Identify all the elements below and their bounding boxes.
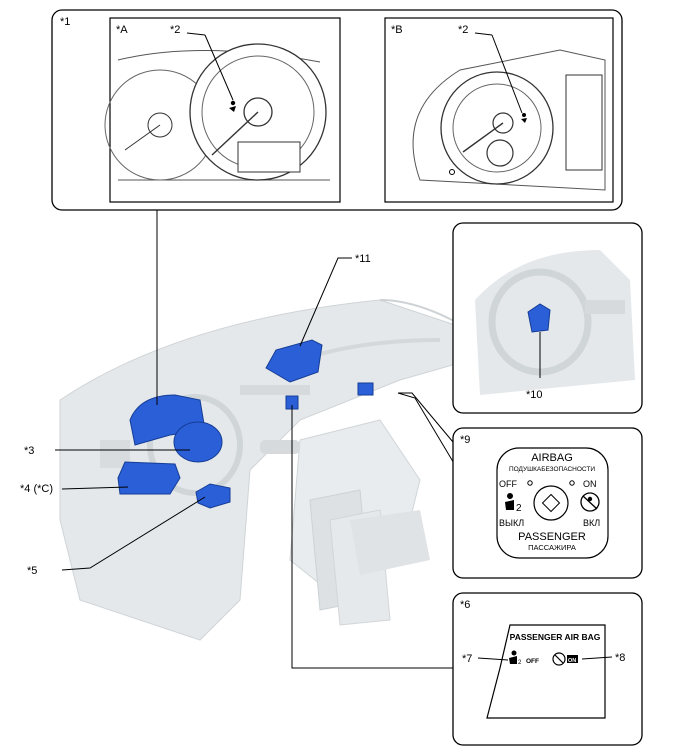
callout-9: *9: [460, 434, 470, 446]
indicator-on-text: ON: [568, 658, 576, 664]
callout-6: *6: [460, 599, 470, 611]
steering-pad-part: [173, 421, 223, 463]
callout-1: *1: [60, 16, 70, 28]
svg-text:2: 2: [518, 660, 522, 666]
callout-b: *B: [391, 24, 403, 36]
meter-panel-box: *1 *A *2 *B *2: [51, 9, 623, 211]
inset-a-meter: *A *2: [104, 17, 341, 203]
indicator-on-icon: [552, 652, 578, 666]
key-slot-icon: [533, 485, 569, 521]
switch-on-label: ON: [583, 479, 597, 489]
switch-passenger-ru: ПАССАЖИРА: [528, 543, 576, 552]
switch-off-ru: ВЫКЛ: [499, 518, 524, 528]
airbag-person-icon: 2: [505, 493, 522, 514]
switch-inset: *9 AIRBAG ПОДУШКАБЕЗОПАСНОСТИ OFF ON 2 В…: [452, 427, 643, 579]
indicator-inset: *6 PASSENGER AIR BAG 2 OFF ON *7 *8: [452, 592, 643, 746]
knee-airbag-part: [117, 461, 181, 495]
callout-3: *3: [24, 445, 34, 457]
indicator-off-icon: 2: [509, 650, 522, 666]
passenger-airbag-part: [265, 339, 323, 383]
callout-2-b: *2: [458, 24, 468, 36]
srs-components: [117, 339, 374, 509]
indicator-title: PASSENGER AIR BAG: [510, 632, 601, 642]
spiral-cable-part: [527, 303, 551, 333]
steering-inset: *10: [452, 222, 643, 414]
callout-4: *4 (*C): [20, 483, 53, 495]
leader-lines: [55, 210, 500, 669]
switch-off-label: OFF: [499, 479, 517, 489]
indicator-off-text: OFF: [526, 658, 539, 665]
indicator-panel: [486, 624, 606, 719]
switch-on-ru: ВКЛ: [583, 518, 600, 528]
switch-passenger: PASSENGER: [518, 531, 586, 543]
callout-11: *11: [355, 253, 371, 265]
switch-title: AIRBAG: [531, 452, 573, 464]
callout-8: *8: [615, 652, 625, 664]
airbag-disabled-icon: [580, 492, 600, 512]
switch-part: [357, 382, 374, 396]
airbag-warning-icon: [229, 100, 236, 112]
svg-text:2: 2: [516, 503, 522, 514]
airbag-warning-icon: [521, 113, 527, 123]
switch-title-ru: ПОДУШКАБЕЗОПАСНОСТИ: [509, 466, 595, 473]
callout-5: *5: [27, 565, 37, 577]
callout-10: *10: [526, 389, 543, 401]
callout-7: *7: [462, 653, 472, 665]
callout-a: *A: [116, 24, 128, 36]
airbag-ecu-part: [195, 483, 231, 509]
inset-b-meter: *B *2: [384, 17, 614, 203]
callout-2-a: *2: [170, 24, 180, 36]
